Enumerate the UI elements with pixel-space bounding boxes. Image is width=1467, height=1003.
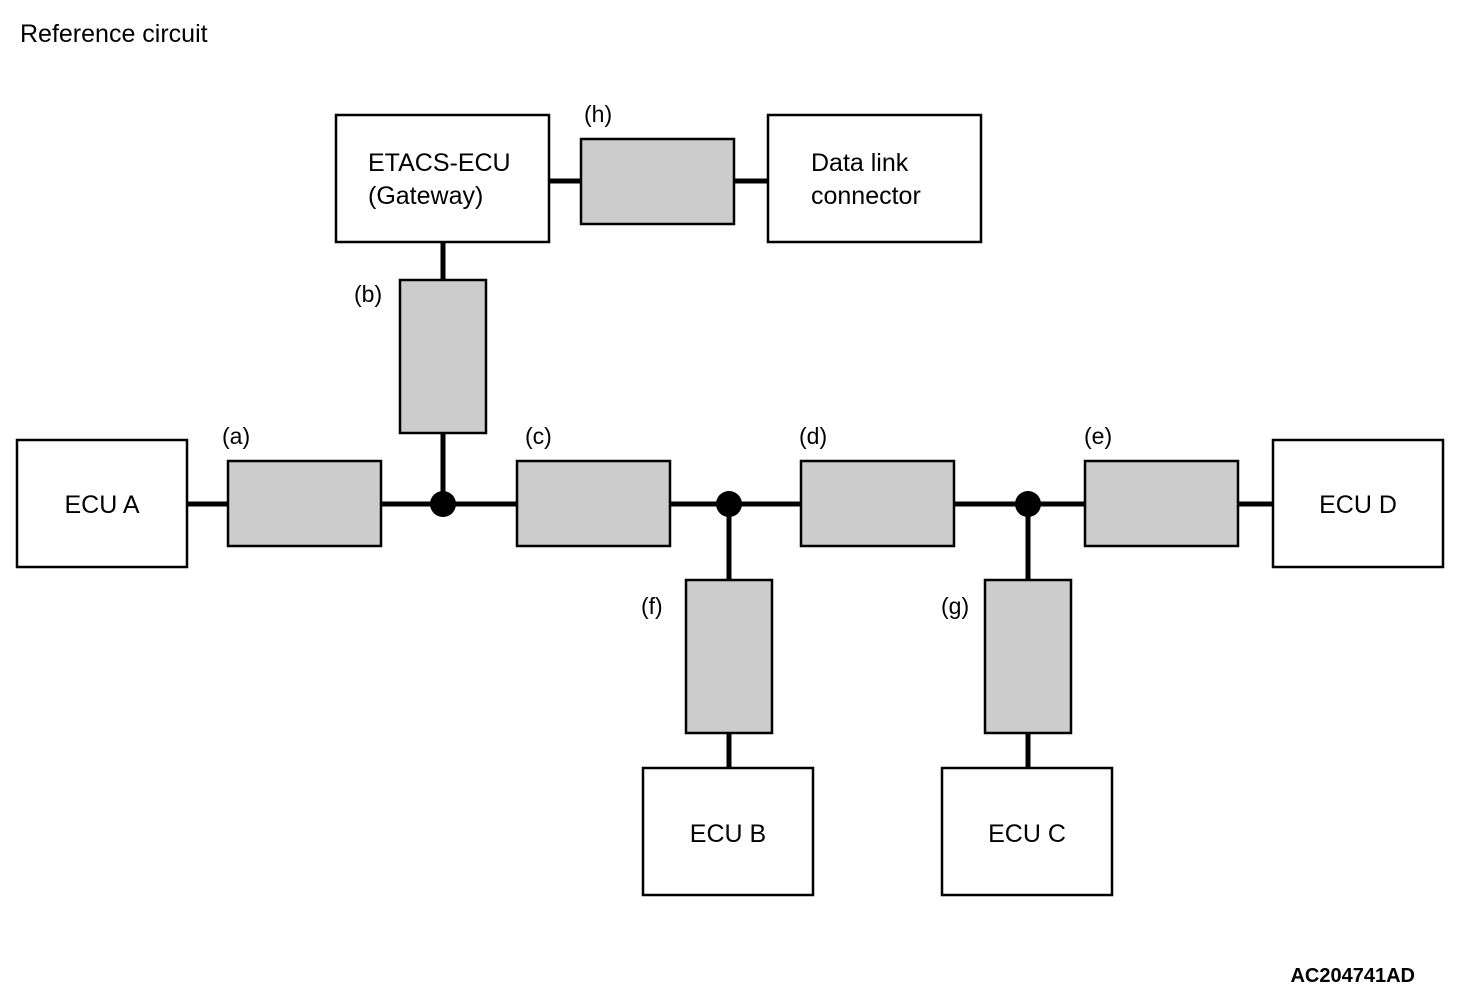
harness-label-d: (d) — [799, 423, 827, 449]
figure-code: AC204741AD — [1290, 965, 1415, 987]
junction-node-ecu-c — [1015, 491, 1041, 517]
junction-node-ecu-b — [716, 491, 742, 517]
harness-label-a: (a) — [222, 423, 250, 449]
ecu-d-label: ECU D — [1319, 491, 1397, 519]
diagram-title: Reference circuit — [20, 20, 208, 48]
harness-segment-f — [684, 578, 774, 735]
etacs-ecu-outline — [334, 113, 551, 244]
harness-label-c: (c) — [525, 423, 552, 449]
ecu-a-label: ECU A — [64, 491, 139, 519]
data-link-label: Data link — [811, 149, 909, 177]
data-link-connector-outline — [766, 113, 983, 244]
data-link-connector-box: Data link connector — [766, 113, 983, 244]
connector-label: connector — [811, 182, 921, 210]
ecu-c-box: ECU C — [940, 766, 1114, 897]
etacs-gateway-label: (Gateway) — [368, 182, 483, 210]
harness-label-g: (g) — [941, 593, 969, 619]
harness-label-e: (e) — [1084, 423, 1112, 449]
ecu-a-outline — [15, 438, 189, 569]
etacs-ecu-label: ETACS-ECU — [368, 149, 511, 177]
junction-node-gateway — [430, 491, 456, 517]
ecu-a-box: ECU A — [15, 438, 189, 569]
ecu-d-outline — [1271, 438, 1445, 569]
ecu-b-outline — [641, 766, 815, 897]
harness-segment-d — [799, 459, 956, 548]
ecu-c-label: ECU C — [988, 820, 1066, 848]
harness-segment-a — [226, 459, 383, 548]
ecu-b-box: ECU B — [641, 766, 815, 897]
etacs-ecu-gateway-box: ETACS-ECU (Gateway) — [334, 113, 551, 244]
harness-segment-g — [983, 578, 1073, 735]
harness-segment-c — [515, 459, 672, 548]
harness-segment-b — [398, 278, 488, 435]
harness-segment-e — [1083, 459, 1240, 548]
harness-segment-h — [579, 137, 736, 226]
ecu-b-label: ECU B — [690, 820, 766, 848]
harness-label-h: (h) — [584, 101, 612, 127]
harness-label-b: (b) — [354, 281, 382, 307]
harness-label-f: (f) — [641, 593, 663, 619]
ecu-d-box: ECU D — [1271, 438, 1445, 569]
ecu-c-outline — [940, 766, 1114, 897]
